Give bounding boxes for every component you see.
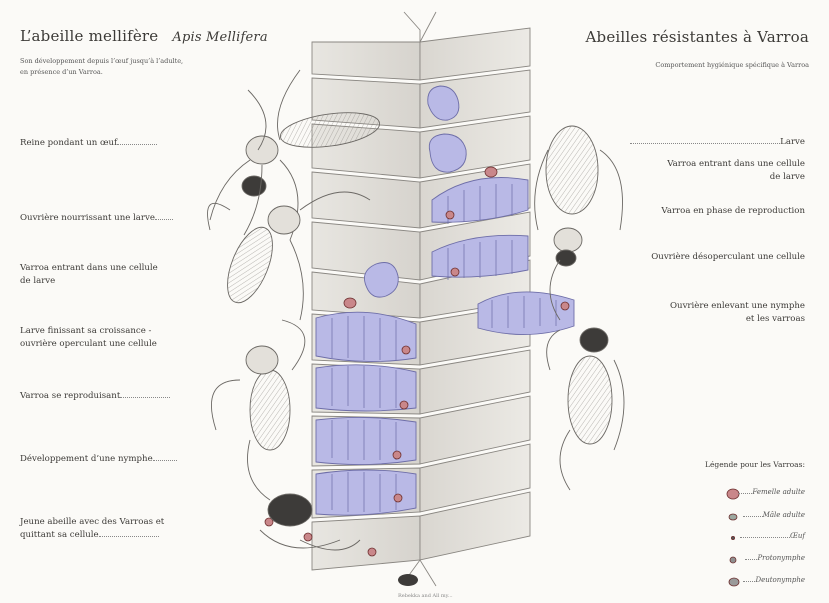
legend-item-female: Femelle adulte	[738, 488, 805, 496]
subtitle-line-1: Son développement depuis l’œuf jusqu’à l…	[20, 56, 230, 67]
deutonymph-icon	[729, 578, 739, 586]
legend-label: Mâle adulte	[763, 511, 805, 519]
label-text: Larve	[780, 137, 805, 147]
artist-credit: Rebekka and All my...	[398, 593, 453, 599]
adult-male-varroa-icon	[729, 514, 737, 520]
label-text: Varroa entrant dans une cellule	[585, 158, 805, 171]
label-text: Ouvrière enlevant une nymphe	[585, 300, 805, 313]
label-text: Varroa en phase de reproduction	[661, 206, 805, 216]
label-text: Développement d’une nymphe	[20, 454, 153, 464]
label-text: de larve	[585, 171, 805, 184]
label-text: Ouvrière nourrissant une larve	[20, 213, 155, 223]
left-label-4: Larve finissant sa croissance - ouvrière…	[20, 325, 240, 351]
subtitle-line-2: en présence d’un Varroa.	[20, 67, 230, 78]
label-text: Larve finissant sa croissance -	[20, 325, 240, 338]
left-label-6: Développement d’une nymphe	[20, 453, 230, 466]
right-label-4: Ouvrière désoperculant une cellule	[585, 251, 805, 264]
left-label-1: Reine pondant un œuf	[20, 137, 220, 150]
legend-label: Œuf	[790, 532, 805, 540]
label-text: de larve	[20, 275, 220, 288]
legend-label: Protonymphe	[757, 554, 805, 562]
left-label-2: Ouvrière nourrissant une larve	[20, 212, 220, 225]
right-title: Abeilles résistantes à Varroa	[585, 28, 809, 46]
left-label-3: Varroa entrant dans une cellule de larve	[20, 262, 220, 288]
label-text: Reine pondant un œuf	[20, 138, 117, 148]
legend-icons	[727, 489, 739, 586]
legend-title: Légende pour les Varroas:	[705, 458, 805, 471]
legend-item-protonymph: Protonymphe	[745, 554, 805, 562]
legend-label: Femelle adulte	[752, 488, 805, 496]
latin-name: Apis Mellifera	[172, 30, 267, 45]
label-text: Varroa entrant dans une cellule	[20, 262, 220, 275]
bee-head-bottom	[398, 574, 418, 586]
right-label-5: Ouvrière enlevant une nymphe et les varr…	[585, 300, 805, 326]
label-text: et les varroas	[585, 313, 805, 326]
legend-item-egg: Œuf	[740, 532, 805, 540]
right-label-3: Varroa en phase de reproduction	[585, 205, 805, 218]
left-title: L’abeille mellifère Apis Mellifera	[20, 27, 268, 45]
right-subtitle: Comportement hygiénique spécifique à Var…	[655, 60, 809, 71]
legend-item-male: Mâle adulte	[743, 511, 805, 519]
right-label-1: Larve	[595, 136, 805, 149]
legend-label: Deutonymphe	[755, 576, 805, 584]
legend-item-deutonymph: Deutonymphe	[743, 576, 805, 584]
label-text: Varroa se reproduisant	[20, 391, 120, 401]
label-text: ouvrière operculant une cellule	[20, 338, 240, 351]
left-subtitle: Son développement depuis l’œuf jusqu’à l…	[20, 56, 230, 78]
label-text: Jeune abeille avec des Varroas et	[20, 516, 240, 529]
title-text: L’abeille mellifère	[20, 27, 158, 45]
left-label-7: Jeune abeille avec des Varroas et quitta…	[20, 516, 240, 542]
egg-icon	[731, 536, 734, 539]
protonymph-icon	[730, 557, 736, 563]
left-label-5: Varroa se reproduisant	[20, 390, 220, 403]
right-label-2: Varroa entrant dans une cellule de larve	[585, 158, 805, 184]
label-text: Ouvrière désoperculant une cellule	[651, 252, 805, 262]
adult-female-varroa-icon	[727, 489, 739, 499]
label-text: quittant sa cellule	[20, 530, 99, 540]
